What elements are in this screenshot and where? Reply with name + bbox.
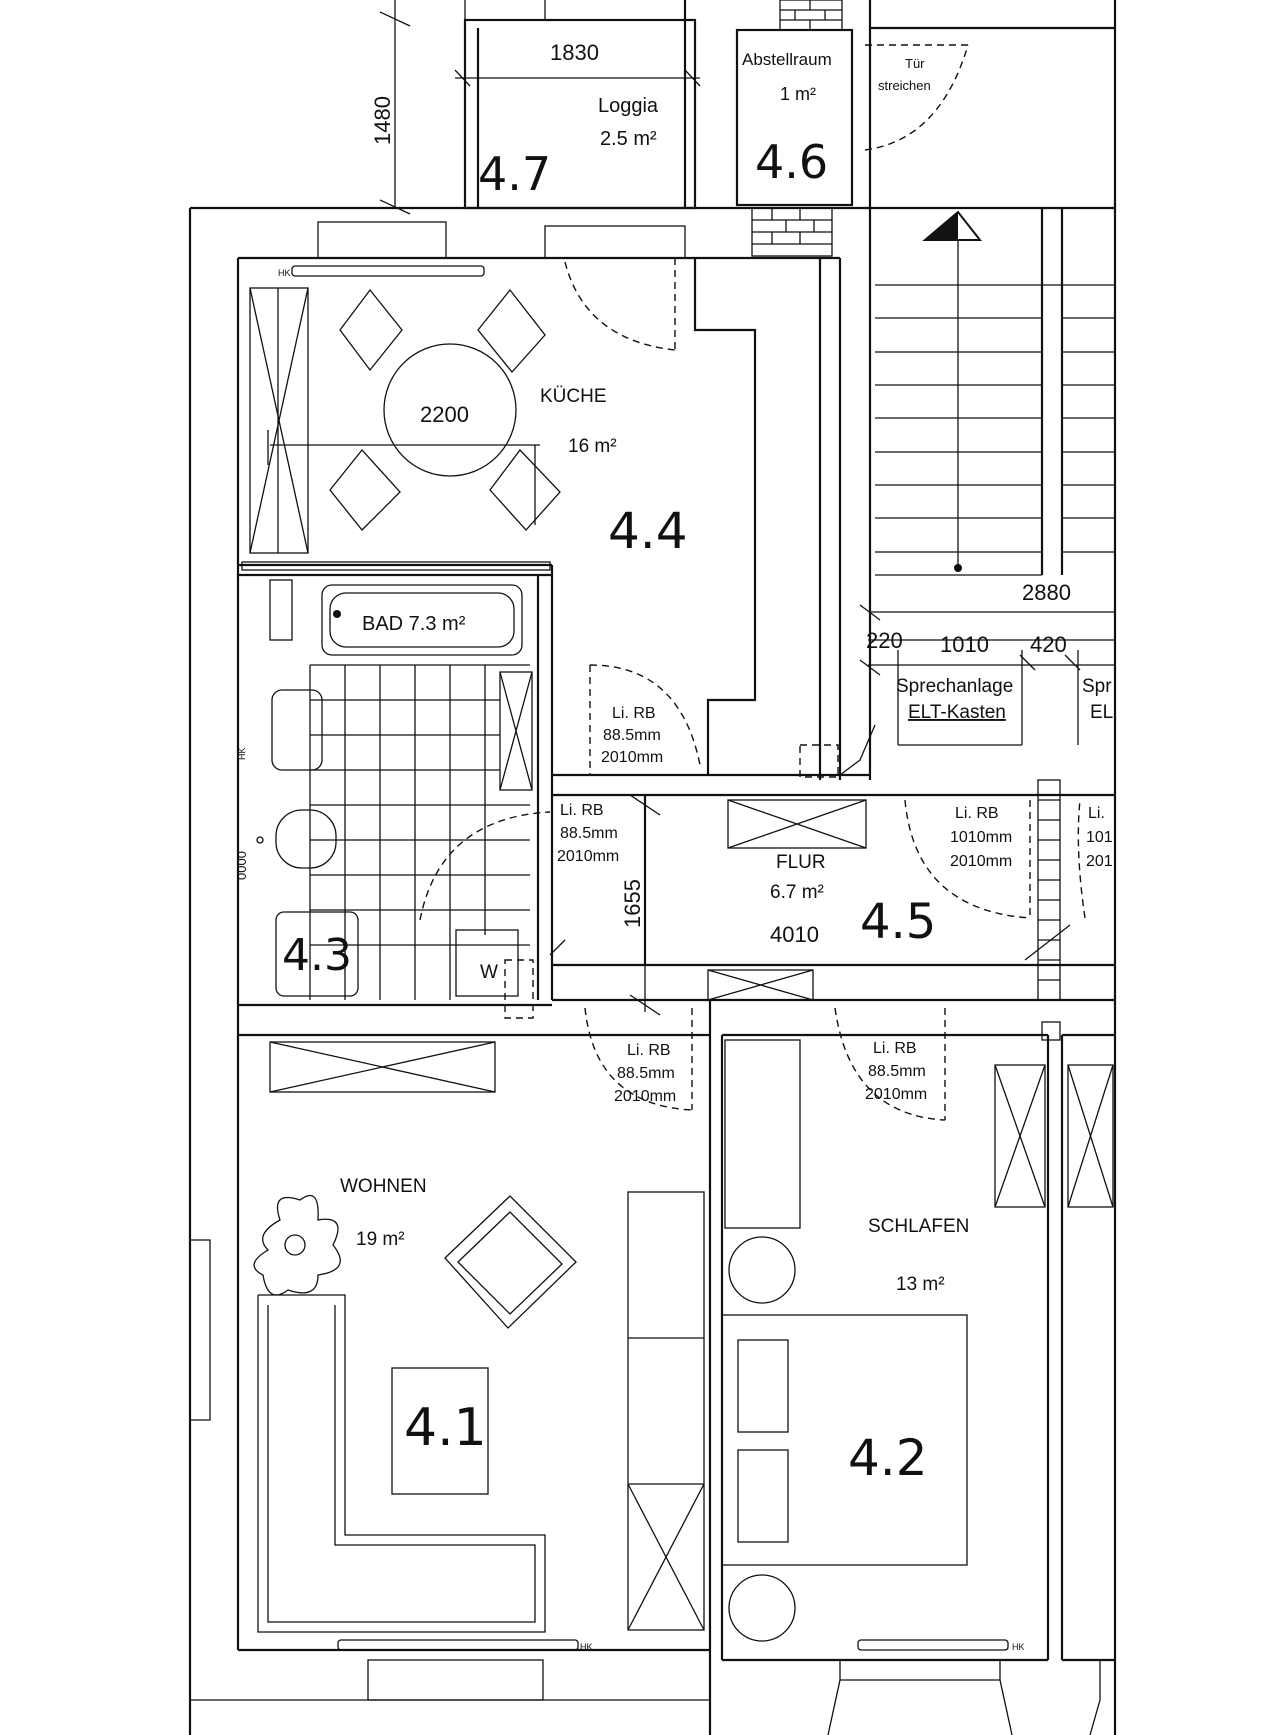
- hk-label-kitchen: HK: [278, 268, 291, 278]
- svg-text:0000: 0000: [234, 851, 249, 880]
- dim-220: 220: [866, 628, 903, 653]
- wohnen-name: WOHNEN: [340, 1176, 427, 1197]
- dimension-labels: 1830 1480 2200 2880 220 1010 420 1655 40…: [370, 40, 1071, 947]
- wm-label: W: [480, 962, 498, 983]
- sprechanlage-label: Sprechanlage: [896, 676, 1013, 697]
- sprech-cut-label: Spr: [1082, 676, 1112, 697]
- door-flur-l2: 1010mm: [950, 829, 1012, 846]
- loggia-number: 4.7: [478, 147, 551, 201]
- door-schlafen-l1: Li. RB: [873, 1040, 917, 1057]
- bad-number: 4.3: [282, 930, 352, 981]
- schlafen-name: SCHLAFEN: [868, 1216, 969, 1237]
- door-flur-cut-l2: 101: [1086, 829, 1113, 846]
- dim-1010: 1010: [940, 632, 989, 657]
- schlafen-furniture: [721, 1039, 1114, 1651]
- elt-kasten-label: ELT-Kasten: [908, 702, 1006, 723]
- dim-flur-width: 4010: [770, 922, 819, 947]
- kueche-number: 4.4: [608, 502, 688, 560]
- flur-number: 4.5: [860, 894, 936, 950]
- misc-labels: Sprechanlage ELT-Kasten Spr EL W HK HK H…: [278, 268, 1113, 1652]
- door-flur-l1: Li. RB: [955, 805, 999, 822]
- door-flur-cut-l1: Li.: [1088, 805, 1105, 822]
- elt-cut-label: EL: [1090, 702, 1113, 723]
- dim-loggia-depth: 1480: [370, 96, 395, 145]
- door-kueche-l1: Li. RB: [612, 705, 656, 722]
- wohnen-furniture: [253, 1041, 705, 1651]
- dim-stair: 2880: [1022, 580, 1071, 605]
- schlafen-number: 4.2: [848, 1429, 928, 1487]
- wohnen-area: 19 m²: [356, 1229, 405, 1250]
- door-wohnen-l1: Li. RB: [627, 1042, 671, 1059]
- dim-loggia-width: 1830: [550, 40, 599, 65]
- abstellraum-number: 4.6: [755, 135, 828, 189]
- door-kueche-l2: 88.5mm: [603, 727, 661, 744]
- flur-name: FLUR: [776, 852, 826, 873]
- door-swings: [419, 44, 1086, 1121]
- door-wohnen-l2: 88.5mm: [617, 1065, 675, 1082]
- flur-furniture: [549, 779, 1071, 1041]
- kitchen-furniture: [241, 265, 561, 571]
- kueche-name: KÜCHE: [540, 386, 607, 407]
- tuer-note-line1: Tür: [905, 56, 925, 71]
- abstellraum-area: 1 m²: [780, 84, 816, 104]
- wohnen-number: 4.1: [404, 1398, 487, 1458]
- door-flur-l3: 2010mm: [950, 853, 1012, 870]
- tuer-note-line2: streichen: [878, 78, 931, 93]
- dim-420: 420: [1030, 632, 1067, 657]
- kueche-area: 16 m²: [568, 436, 617, 457]
- door-bad-l3: 2010mm: [557, 848, 619, 865]
- bath-furniture: 0000 HK: [234, 579, 534, 1019]
- room-labels: Loggia 2.5 m² 4.7 Abstellraum 1 m² 4.6 T…: [282, 50, 969, 1487]
- door-wohnen-l3: 2010mm: [614, 1088, 676, 1105]
- loggia-name: Loggia: [598, 95, 659, 117]
- door-bad-l1: Li. RB: [560, 802, 604, 819]
- door-bad-l2: 88.5mm: [560, 825, 618, 842]
- dim-flur-depth: 1655: [620, 879, 645, 928]
- door-schlafen-l3: 2010mm: [865, 1086, 927, 1103]
- abstellraum-name: Abstellraum: [742, 50, 832, 69]
- svg-text:HK: HK: [237, 747, 247, 760]
- flur-area: 6.7 m²: [770, 882, 824, 903]
- hk-label-wohnen: HK: [580, 1642, 593, 1652]
- dim-table: 2200: [420, 402, 469, 427]
- hk-label-schlafen: HK: [1012, 1642, 1025, 1652]
- door-schlafen-l2: 88.5mm: [868, 1063, 926, 1080]
- schlafen-area: 13 m²: [896, 1274, 945, 1295]
- door-kueche-l3: 2010mm: [601, 749, 663, 766]
- loggia-area: 2.5 m²: [600, 128, 657, 150]
- staircase: [799, 208, 1115, 778]
- door-flur-cut-l3: 201: [1086, 853, 1113, 870]
- bad-name: BAD 7.3 m²: [362, 613, 466, 635]
- door-labels: Li. RB 88.5mm 2010mm Li. RB 88.5mm 2010m…: [557, 705, 1113, 1105]
